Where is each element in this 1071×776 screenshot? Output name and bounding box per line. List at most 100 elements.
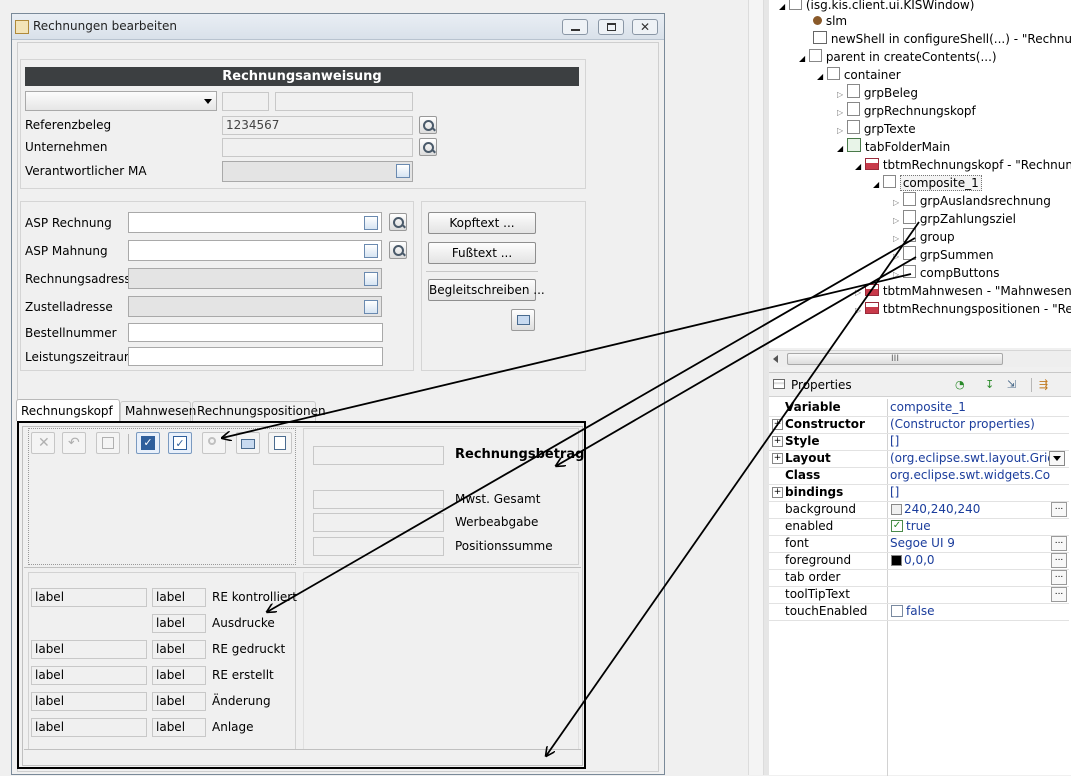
tree-item-7[interactable]: ▷ grpTexte bbox=[837, 120, 916, 138]
title-bar[interactable]: Rechnungen bearbeiten ✕ bbox=[12, 14, 664, 40]
texte-separator bbox=[426, 271, 538, 272]
table-picker-icon[interactable] bbox=[364, 272, 378, 286]
expand-plus-icon[interactable]: + bbox=[772, 487, 783, 498]
status-b-5: label bbox=[152, 718, 206, 737]
tree-item-11[interactable]: ▷ grpAuslandsrechnung bbox=[893, 192, 1051, 210]
show-events-icon[interactable]: ◔ bbox=[955, 378, 965, 391]
tree-item-17[interactable]: ▷ tbtmRechnungspositionen - "Rech bbox=[855, 300, 1071, 318]
table-picker-icon[interactable] bbox=[364, 244, 378, 258]
begleitschreiben-button[interactable]: Begleitschreiben ... bbox=[428, 279, 545, 301]
table-picker-icon[interactable] bbox=[364, 300, 378, 314]
checkbox-checked-icon[interactable]: ✓ bbox=[891, 520, 903, 532]
asp-rechnung-search-button[interactable] bbox=[389, 213, 407, 231]
editor-vertical-scrollbar[interactable] bbox=[748, 0, 764, 775]
asp-rechnung-field[interactable] bbox=[128, 212, 382, 233]
print-toolbar-button[interactable] bbox=[236, 432, 260, 454]
table-picker-icon[interactable] bbox=[396, 164, 410, 178]
fusstext-button[interactable]: Fußtext ... bbox=[428, 242, 536, 264]
label-rechnungsadresse: Rechnungsadresse bbox=[25, 272, 138, 286]
beleg-combo[interactable] bbox=[25, 91, 217, 111]
asp-mahnung-field[interactable] bbox=[128, 240, 382, 261]
tab-rechnungskopf[interactable]: Rechnungskopf bbox=[16, 399, 120, 421]
rechnungsadresse-field[interactable] bbox=[128, 268, 382, 289]
layout-dropdown-icon[interactable] bbox=[1049, 451, 1065, 466]
tree-item-3[interactable]: ◢ parent in createContents(...) bbox=[799, 48, 997, 66]
verantwortlicher-field[interactable] bbox=[222, 161, 413, 182]
print-button[interactable] bbox=[511, 309, 535, 331]
tree-item-8[interactable]: ◢ tabFolderMain bbox=[837, 138, 950, 156]
expand-all-icon[interactable]: ⇲ bbox=[1007, 378, 1017, 391]
tree-item-1[interactable]: slm bbox=[813, 12, 847, 30]
tab-mahnwesen[interactable]: Mahnwesen bbox=[120, 401, 196, 421]
werbeabgabe-field[interactable] bbox=[313, 513, 444, 532]
goto-definition-icon[interactable]: ↧ bbox=[985, 378, 995, 391]
prop-enabled[interactable]: enabled✓true bbox=[769, 518, 1069, 536]
tree-item-13[interactable]: ▷ group bbox=[893, 228, 955, 246]
ellipsis-button[interactable]: ... bbox=[1051, 570, 1067, 585]
tree-item-9[interactable]: ◢ tbtmRechnungskopf - "Rechnungs bbox=[855, 156, 1071, 174]
leistungszeitraum-field[interactable] bbox=[128, 347, 383, 366]
maximize-button[interactable] bbox=[598, 19, 624, 35]
tree-item-0[interactable]: ◢ (isg.kis.client.ui.KISWindow) bbox=[779, 0, 974, 14]
prop-bindings[interactable]: +bindings[] bbox=[769, 484, 1069, 502]
check-button[interactable]: ✓ bbox=[136, 432, 160, 454]
mwst-field[interactable] bbox=[313, 490, 444, 509]
tree-item-14[interactable]: ▷ grpSummen bbox=[893, 246, 994, 264]
zustelladresse-field[interactable] bbox=[128, 296, 382, 317]
tree-item-4[interactable]: ◢ container bbox=[817, 66, 901, 84]
ellipsis-button[interactable]: ... bbox=[1051, 502, 1067, 517]
kopftext-button[interactable]: Kopftext ... bbox=[428, 212, 536, 234]
search-button[interactable] bbox=[202, 432, 226, 454]
new-document-button[interactable] bbox=[268, 432, 292, 454]
delete-button[interactable]: ✕ bbox=[31, 432, 55, 454]
ellipsis-button[interactable]: ... bbox=[1051, 553, 1067, 568]
tree-hscroll-thumb[interactable]: III bbox=[787, 353, 1003, 365]
menu-icon[interactable]: ⇶ bbox=[1039, 378, 1049, 391]
tree-item-16[interactable]: ▷ tbtmMahnwesen - "Mahnwesen" bbox=[855, 282, 1071, 300]
prop-constructor[interactable]: +Constructor(Constructor properties) bbox=[769, 416, 1069, 434]
prop-layout[interactable]: +Layout(org.eclipse.swt.layout.Grid... bbox=[769, 450, 1069, 468]
checkbox-unchecked-icon[interactable] bbox=[891, 605, 903, 617]
tree-label: tbtmRechnungskopf - "Rechnungs bbox=[882, 158, 1071, 172]
beleg-number-field[interactable] bbox=[222, 92, 269, 111]
expand-plus-icon[interactable]: + bbox=[772, 419, 783, 430]
referenzbeleg-field[interactable]: 1234567 bbox=[222, 116, 413, 135]
save-button[interactable] bbox=[96, 432, 120, 454]
prop-style[interactable]: +Style[] bbox=[769, 433, 1069, 451]
close-button[interactable]: ✕ bbox=[632, 19, 658, 35]
ellipsis-button[interactable]: ... bbox=[1051, 587, 1067, 602]
tree-item-6[interactable]: ▷ grpRechnungskopf bbox=[837, 102, 976, 120]
prop-tab-order[interactable]: tab order... bbox=[769, 569, 1069, 587]
beleg-info-field[interactable] bbox=[275, 92, 413, 111]
expand-plus-icon[interactable]: + bbox=[772, 453, 783, 464]
bestellnummer-field[interactable] bbox=[128, 323, 383, 342]
tree-hscroll-track[interactable]: III bbox=[769, 350, 1071, 367]
scroll-left-arrow-icon[interactable] bbox=[773, 355, 778, 363]
rechnungsbetrag-field[interactable] bbox=[313, 446, 444, 465]
tree-item-5[interactable]: ▷ grpBeleg bbox=[837, 84, 918, 102]
tree-item-12[interactable]: ▷ grpZahlungsziel bbox=[893, 210, 1016, 228]
undo-button[interactable]: ↶ bbox=[62, 432, 86, 454]
unternehmen-field[interactable] bbox=[222, 138, 413, 157]
expand-plus-icon[interactable]: + bbox=[772, 436, 783, 447]
prop-class[interactable]: Classorg.eclipse.swt.widgets.Comp... bbox=[769, 467, 1069, 485]
tree-item-15[interactable]: ▷ compButtons bbox=[893, 264, 1000, 282]
tree-item-2[interactable]: newShell in configureShell(...) - "Rechn… bbox=[813, 30, 1071, 48]
positionssumme-field[interactable] bbox=[313, 537, 444, 556]
prop-tooltip[interactable]: toolTipText... bbox=[769, 586, 1069, 604]
table-picker-icon[interactable] bbox=[364, 216, 378, 230]
ellipsis-button[interactable]: ... bbox=[1051, 536, 1067, 551]
minimize-button[interactable] bbox=[562, 19, 588, 35]
asp-mahnung-search-button[interactable] bbox=[389, 241, 407, 259]
unternehmen-search-button[interactable] bbox=[419, 138, 437, 156]
referenzbeleg-search-button[interactable] bbox=[419, 116, 437, 134]
tree-expanded-icon: ◢ bbox=[799, 54, 806, 63]
check-list-button[interactable]: ✓ bbox=[168, 432, 192, 454]
tree-item-10[interactable]: ◢ composite_1 bbox=[873, 174, 982, 192]
tab-rechnungspositionen[interactable]: Rechnungspositionen bbox=[192, 401, 326, 421]
